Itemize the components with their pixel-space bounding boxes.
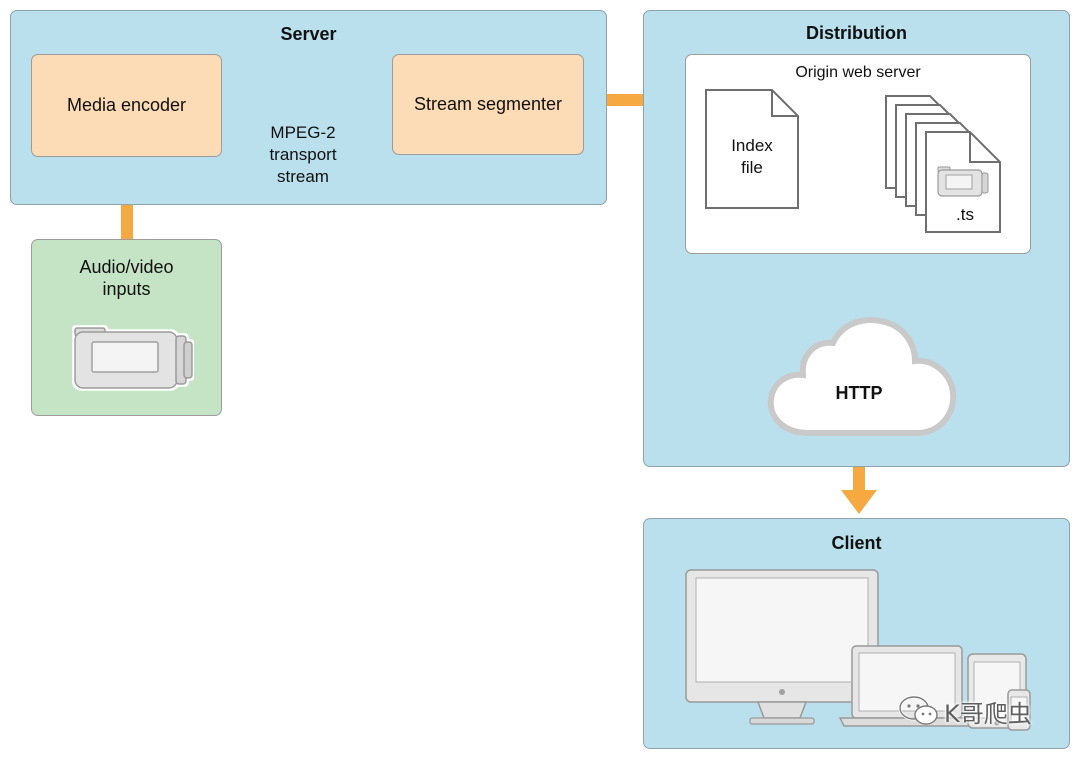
ts-file-stack-icon [885, 95, 1001, 233]
phone-icon [1007, 689, 1031, 731]
camera-icon [74, 327, 193, 389]
inputs-label: Audio/video inputs [79, 257, 174, 299]
media-encoder-box: Media encoder [31, 54, 222, 157]
http-label: HTTP [835, 383, 883, 403]
client-devices-icon [685, 569, 1031, 731]
origin-web-server-label: Origin web server [795, 64, 921, 81]
wechat-icon [898, 695, 938, 725]
laptop-icon [838, 645, 978, 727]
transport-stream-label: MPEG-2 transport stream [269, 123, 337, 186]
client-title: Client [831, 533, 882, 553]
desktop-monitor-icon [685, 569, 879, 725]
index-file-icon [705, 89, 799, 209]
watermark: K哥爬虫 [898, 694, 1032, 728]
stream-segmenter-box: Stream segmenter [392, 54, 584, 155]
audio-video-inputs-box: Audio/video inputs [31, 239, 222, 416]
index-file-label: Index file [731, 136, 773, 177]
distribution-title: Distribution [806, 23, 907, 43]
server-title: Server [280, 24, 337, 44]
http-cloud-icon [767, 317, 957, 436]
watermark-text: K哥爬虫 [944, 699, 1032, 728]
media-encoder-label: Media encoder [66, 95, 187, 115]
ts-label: .ts [956, 205, 974, 224]
stream-segmenter-label: Stream segmenter [413, 94, 563, 114]
